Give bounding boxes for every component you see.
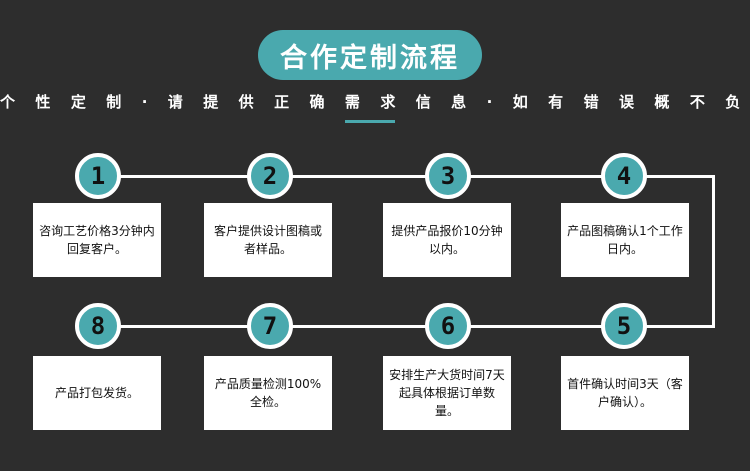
- step-4-text: 产品图稿确认1个工作日内。: [567, 224, 683, 256]
- step-4-badge: 4: [601, 153, 647, 199]
- step-3-badge: 3: [425, 153, 471, 199]
- step-6-text: 安排生产大货时间7天起具体根据订单数量。: [389, 368, 505, 418]
- bottom-connector-line: [98, 325, 715, 328]
- step-4-box: 产品图稿确认1个工作日内。: [561, 203, 689, 277]
- top-connector-line: [98, 175, 715, 178]
- step-2-text: 客户提供设计图稿或者样品。: [213, 224, 322, 256]
- step-7-box: 产品质量检测100%全检。: [204, 356, 332, 430]
- step-3-text: 提供产品报价10分钟以内。: [391, 224, 503, 256]
- step-1-box: 咨询工艺价格3分钟内回复客户。: [33, 203, 161, 277]
- step-6-badge: 6: [425, 303, 471, 349]
- step-5-text: 首件确认时间3天（客户确认）。: [567, 377, 683, 409]
- subtitle: 个 性 定 制 · 请 提 供 正 确 需 求 信 息 · 如 有 错 误 概 …: [0, 93, 750, 111]
- right-connector-line: [712, 175, 715, 328]
- title-underline: [345, 120, 395, 123]
- step-7-badge: 7: [247, 303, 293, 349]
- step-5-badge: 5: [601, 303, 647, 349]
- step-8-box: 产品打包发货。: [33, 356, 161, 430]
- step-7-text: 产品质量检测100%全检。: [214, 377, 322, 409]
- step-5-box: 首件确认时间3天（客户确认）。: [561, 356, 689, 430]
- step-8-badge: 8: [75, 303, 121, 349]
- step-2-badge: 2: [247, 153, 293, 199]
- page-title: 合作定制流程: [258, 30, 482, 80]
- step-8-text: 产品打包发货。: [54, 386, 139, 400]
- step-3-box: 提供产品报价10分钟以内。: [383, 203, 511, 277]
- step-1-text: 咨询工艺价格3分钟内回复客户。: [39, 224, 155, 256]
- step-1-badge: 1: [75, 153, 121, 199]
- step-6-box: 安排生产大货时间7天起具体根据订单数量。: [383, 356, 511, 430]
- step-2-box: 客户提供设计图稿或者样品。: [204, 203, 332, 277]
